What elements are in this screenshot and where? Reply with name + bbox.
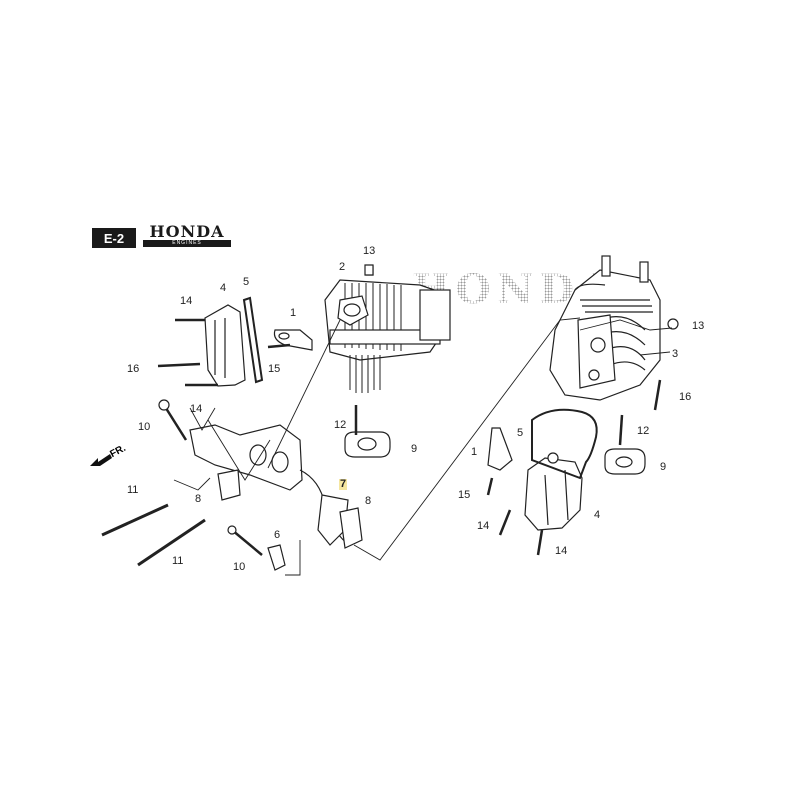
cylinder-head-left[interactable]: [324, 265, 451, 393]
callout-11[interactable]: 11: [127, 484, 139, 496]
callout-15[interactable]: 15: [458, 489, 471, 501]
gasket-left[interactable]: [242, 296, 264, 384]
callout-14[interactable]: 14: [180, 295, 193, 307]
callout-7[interactable]: 7: [339, 478, 348, 490]
callout-10[interactable]: 10: [233, 561, 246, 573]
front-direction-indicator: FR.: [88, 443, 138, 475]
callout-15[interactable]: 15: [268, 363, 281, 375]
callout-13[interactable]: 13: [692, 320, 705, 332]
callout-8[interactable]: 8: [195, 493, 202, 505]
bolt-14-d[interactable]: [536, 529, 544, 556]
exhaust-gasket-left[interactable]: [344, 431, 391, 458]
bracket-right[interactable]: [487, 427, 513, 471]
bolt-15-b[interactable]: [486, 477, 494, 496]
callout-6[interactable]: 6: [274, 529, 281, 541]
bracket-left[interactable]: [273, 329, 313, 351]
callout-8[interactable]: 8: [365, 495, 372, 507]
bolt-14-c[interactable]: [498, 509, 512, 536]
callout-5[interactable]: 5: [243, 276, 250, 288]
intake-manifold[interactable]: [189, 424, 351, 546]
callout-14[interactable]: 14: [477, 520, 490, 532]
callout-9[interactable]: 9: [411, 443, 418, 455]
stud-bolt-lower[interactable]: [137, 518, 206, 567]
nut-13-left[interactable]: [364, 264, 374, 276]
callout-14[interactable]: 14: [190, 403, 203, 415]
callout-12[interactable]: 12: [334, 419, 347, 431]
callout-16[interactable]: 16: [679, 391, 692, 403]
bolt-10-lower[interactable]: [231, 529, 263, 556]
callout-4[interactable]: 4: [220, 282, 227, 294]
bolt-15-a[interactable]: [267, 343, 291, 349]
gasket-right[interactable]: [531, 408, 598, 480]
callout-12[interactable]: 12: [637, 425, 650, 437]
cylinder-head-right[interactable]: [549, 255, 661, 401]
section-badge: E-2: [92, 228, 136, 248]
bolt-10-upper[interactable]: [162, 404, 188, 441]
head-cover-left[interactable]: [204, 304, 246, 387]
callout-9[interactable]: 9: [660, 461, 667, 473]
exhaust-gasket-right[interactable]: [604, 448, 646, 475]
nut-13-right[interactable]: [667, 318, 679, 330]
arrow-left-down-icon: [90, 454, 112, 466]
head-cover-right[interactable]: [524, 452, 583, 531]
callout-10[interactable]: 10: [138, 421, 151, 433]
callout-5[interactable]: 5: [517, 427, 524, 439]
callout-14[interactable]: 14: [555, 545, 568, 557]
spark-plug-16-left[interactable]: [157, 362, 201, 368]
honda-logo: HONDA ENGINES: [143, 224, 231, 248]
brand-name: HONDA: [149, 222, 225, 241]
callout-1[interactable]: 1: [290, 307, 297, 319]
spark-plug-16-right[interactable]: [653, 379, 662, 411]
clamp-6[interactable]: [267, 544, 286, 571]
insulator-left[interactable]: [217, 469, 241, 501]
callout-11[interactable]: 11: [172, 555, 184, 567]
stud-bolt-upper[interactable]: [101, 503, 169, 537]
brand-subtitle: ENGINES: [143, 240, 231, 247]
callout-2[interactable]: 2: [339, 261, 346, 273]
insulator-right[interactable]: [339, 507, 363, 549]
callout-13[interactable]: 13: [363, 245, 376, 257]
callout-1[interactable]: 1: [471, 446, 478, 458]
callout-16[interactable]: 16: [127, 363, 140, 375]
callout-4[interactable]: 4: [594, 509, 601, 521]
callout-3[interactable]: 3: [672, 348, 679, 360]
stud-12-right[interactable]: [618, 414, 624, 446]
